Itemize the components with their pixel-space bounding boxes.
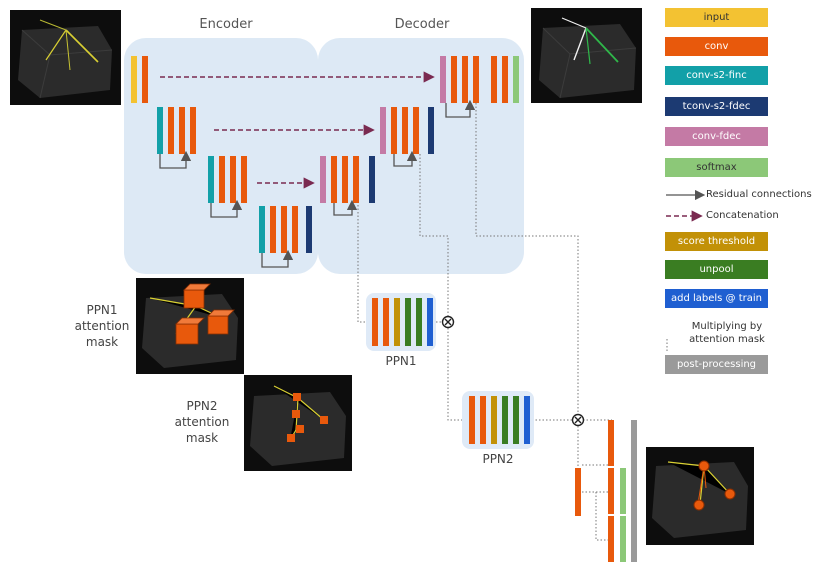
- legend-tconv-s2-fdec: tconv-s2-fdec: [665, 97, 768, 116]
- multiply-icon-1: [441, 315, 455, 329]
- decoder-block-1: [320, 156, 375, 216]
- legend-softmax: softmax: [665, 158, 768, 177]
- ppn1-mask-image: [136, 278, 244, 374]
- ppn1-mask-label-line3: mask: [85, 335, 119, 349]
- multiply-icon-2: [571, 413, 585, 427]
- encoder-block-1: [131, 56, 148, 103]
- decoder-block-3: [440, 56, 519, 118]
- legend-residual-label: Residual connections: [706, 189, 812, 200]
- ppn1-mask-label-line2: attention: [74, 319, 130, 333]
- ppn2-mask-image: [244, 375, 352, 471]
- ppn1-mask-label: PPN1 attention mask: [62, 302, 142, 350]
- encoder-block-4: [259, 206, 312, 268]
- legend-conv-fdec: conv-fdec: [665, 127, 768, 146]
- legend-conv-s2-finc: conv-s2-finc: [665, 66, 768, 85]
- legend-conv: conv: [665, 37, 768, 56]
- encoder-block-3: [208, 156, 247, 218]
- input-event-image: [10, 10, 121, 105]
- legend-concat-label: Concatenation: [706, 210, 779, 221]
- legend-score-threshold: score threshold: [665, 232, 768, 251]
- encoder-block-2: [157, 107, 196, 169]
- decoder-block-2: [380, 107, 434, 167]
- legend-input: input: [665, 8, 768, 27]
- legend-post-processing: post-processing: [665, 355, 768, 374]
- legend-add-labels: add labels @ train: [665, 289, 768, 308]
- ppn1-label: PPN1: [385, 354, 417, 368]
- ppn2-mask-label: PPN2 attention mask: [162, 398, 242, 446]
- decoder-label: Decoder: [394, 17, 450, 32]
- ppn2-mask-label-line1: PPN2: [186, 399, 218, 413]
- ppn1-block: [366, 293, 436, 351]
- decoder-panel: [318, 38, 524, 274]
- ppn1-mask-label-line1: PPN1: [86, 303, 118, 317]
- ppn2-mask-label-line2: attention: [174, 415, 230, 429]
- legend-multiply-label: Multiplying by attention mask: [689, 321, 765, 345]
- encoder-label: Encoder: [199, 17, 253, 32]
- ppn2-mask-label-line3: mask: [185, 431, 219, 445]
- dotted-connections: [357, 103, 612, 541]
- output-event-image: [531, 8, 642, 103]
- final-output-image: [646, 447, 754, 545]
- legend-unpool: unpool: [665, 260, 768, 279]
- output-stack: [575, 420, 637, 562]
- ppn2-label: PPN2: [482, 452, 514, 466]
- ppn2-block: [462, 391, 534, 449]
